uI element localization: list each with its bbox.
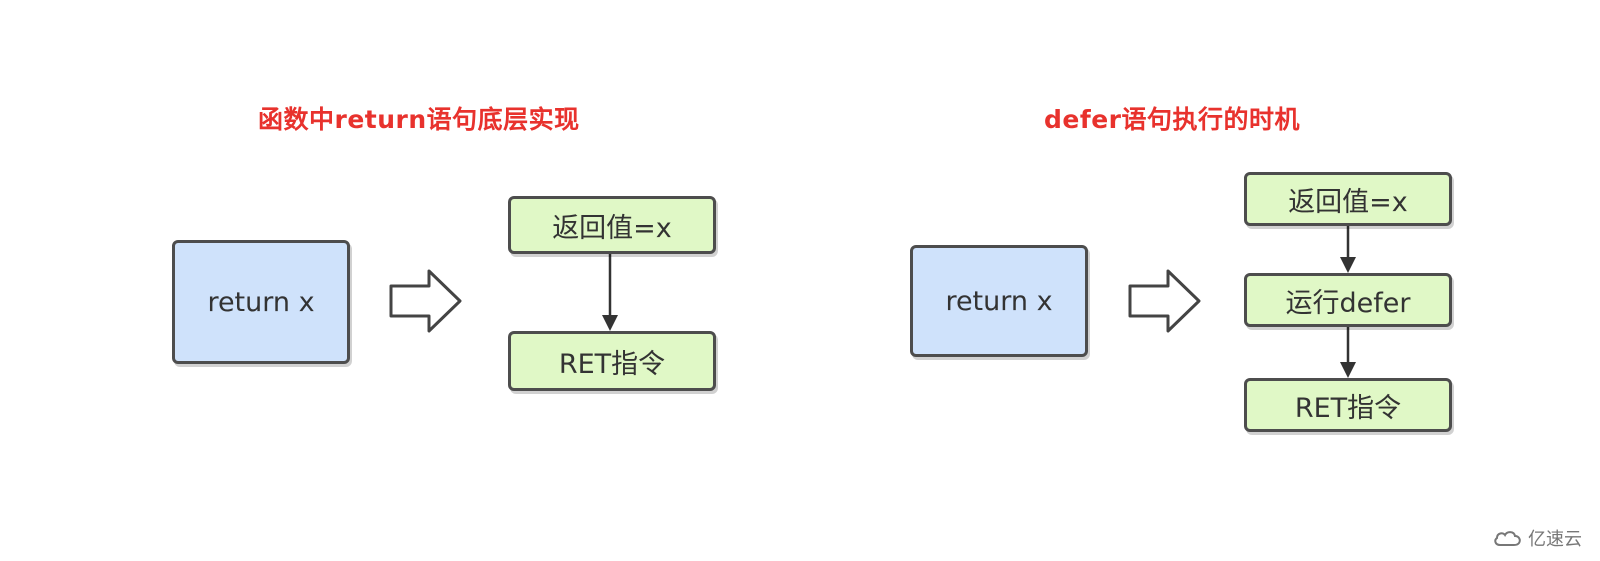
- cloud-logo-icon: [1494, 531, 1521, 546]
- hollow-right-arrow-icon: [1128, 269, 1201, 333]
- right-diagram-title: defer语句执行的时机: [1044, 105, 1301, 134]
- step-box-return-value: 返回值=x: [508, 196, 716, 254]
- left-diagram-title: 函数中return语句底层实现: [258, 105, 580, 134]
- return-statement-box: return x: [172, 240, 350, 364]
- flow-arrow: [1340, 327, 1356, 378]
- watermark-text: 亿速云: [1528, 529, 1582, 550]
- step-box-ret-instruction: RET指令: [1244, 378, 1452, 432]
- watermark: 亿速云: [1492, 525, 1582, 551]
- step-box-return-value: 返回值=x: [1244, 172, 1452, 226]
- return-statement-box: return x: [910, 245, 1088, 357]
- step-box-run-defer: 运行defer: [1244, 273, 1452, 327]
- hollow-right-arrow-icon: [389, 269, 462, 333]
- flow-arrow: [1340, 226, 1356, 273]
- step-box-ret-instruction: RET指令: [508, 331, 716, 391]
- flow-arrow: [602, 253, 618, 331]
